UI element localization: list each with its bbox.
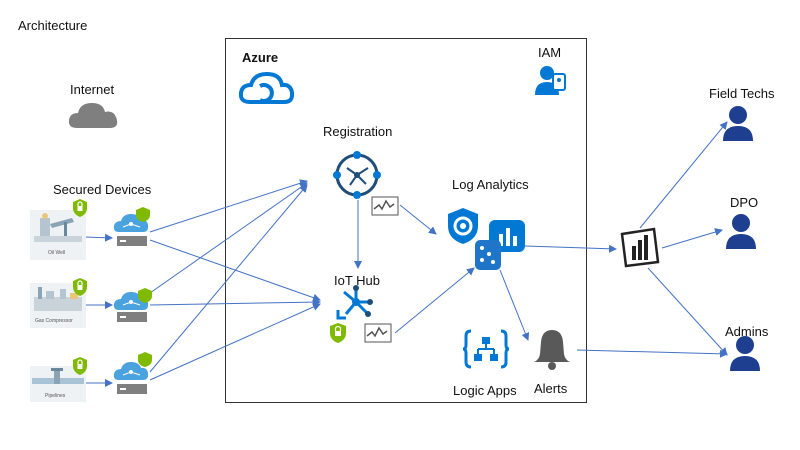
oil-well-tile: Oil Well xyxy=(30,210,86,260)
gateway-icon xyxy=(113,288,152,322)
arrow-powerbi-fieldtechs xyxy=(639,121,728,229)
arrow-registration-log xyxy=(399,204,437,235)
pipelines-caption: Pipelines xyxy=(45,393,66,399)
metrics-chart-icon xyxy=(364,323,392,343)
logic-apps-label: Logic Apps xyxy=(453,383,517,398)
iam-user-icon xyxy=(535,66,566,95)
arrow-iothub-log xyxy=(394,267,475,334)
arrow-gw1-iothub xyxy=(149,239,321,302)
internet-label: Internet xyxy=(70,82,115,97)
azure-label: Azure xyxy=(242,50,279,65)
gateway-icon xyxy=(113,207,150,246)
diagram-title: Architecture xyxy=(18,18,88,33)
internet-cloud-icon xyxy=(68,103,118,128)
arrow-gw2-iothub xyxy=(149,298,321,307)
oil-well-caption: Oil Well xyxy=(48,250,66,256)
arrow-oil-well-gateway xyxy=(84,233,113,242)
device-shield-icon xyxy=(73,357,87,375)
registration-icon xyxy=(333,151,381,199)
log-analytics-label: Log Analytics xyxy=(452,177,529,192)
pipeline-icon xyxy=(32,368,84,384)
gas-compressor-icon xyxy=(34,287,82,311)
iot-hub-icon xyxy=(336,285,373,320)
arrow-gw2-registration xyxy=(149,182,308,294)
azure-cloud-icon xyxy=(238,71,294,104)
log-analytics-icon xyxy=(475,220,525,270)
iot-hub-shield-icon xyxy=(330,323,346,343)
power-bi-icon xyxy=(620,227,660,268)
dpo-user-icon xyxy=(726,214,756,249)
dpo-label: DPO xyxy=(730,195,759,210)
device-shield-icon xyxy=(73,199,87,217)
registration-label: Registration xyxy=(323,124,393,139)
iot-hub-label: IoT Hub xyxy=(334,273,381,288)
field-techs-user-icon xyxy=(723,106,753,141)
iam-label: IAM xyxy=(538,45,562,60)
arrow-log-alerts xyxy=(499,269,530,341)
admins-user-icon xyxy=(730,336,760,371)
arrow-powerbi-admins xyxy=(647,267,728,356)
admins-label: Admins xyxy=(725,324,769,339)
logic-apps-icon xyxy=(463,329,509,369)
alerts-label: Alerts xyxy=(534,381,568,396)
arrow-powerbi-dpo xyxy=(661,228,723,249)
arrow-gw3-registration xyxy=(149,184,308,373)
metrics-chart-icon xyxy=(371,196,399,216)
azure-boundary xyxy=(225,38,587,403)
gateway-icon xyxy=(113,352,152,394)
arrow-gw3-iothub xyxy=(149,303,321,381)
alert-bell-icon xyxy=(534,330,570,370)
oil-well-icon xyxy=(34,213,82,242)
field-techs-label: Field Techs xyxy=(709,86,775,101)
device-shield-icon xyxy=(73,278,87,296)
arrow-log-powerbi xyxy=(524,244,617,253)
arrow-gw1-registration xyxy=(149,179,308,233)
security-center-icon xyxy=(448,208,478,244)
arrow-alerts-admins xyxy=(576,349,728,358)
gas-compressor-caption: Gas Compressor xyxy=(35,318,73,324)
secured-devices-label: Secured Devices xyxy=(53,182,152,197)
